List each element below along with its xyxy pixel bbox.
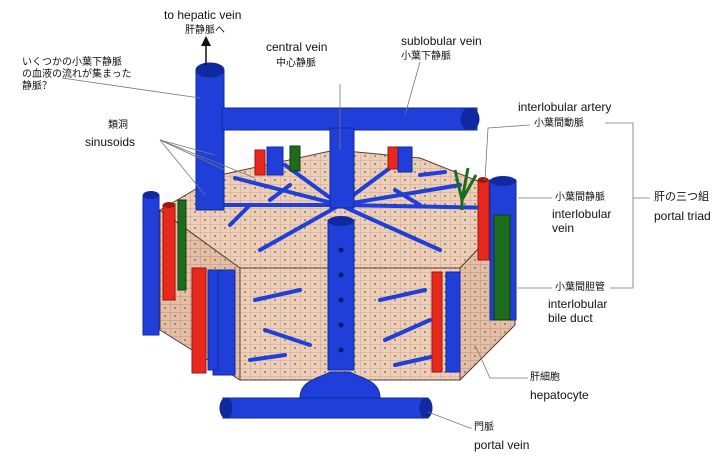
portal-vein-vessel	[219, 371, 433, 419]
interlobular-vein-label: interlobular vein	[552, 207, 612, 235]
portal-triad-label-ja: 肝の三つ組	[654, 191, 709, 203]
left-portal-triad	[142, 191, 219, 374]
to-hepatic-vein-label-ja: 肝静脈へ	[185, 25, 225, 36]
central-vein-label-ja: 中心静脈	[276, 58, 316, 69]
up-arrow-icon	[201, 36, 211, 65]
leader-lines	[61, 61, 650, 429]
bile-duct-label: interlobular bile duct	[548, 297, 608, 325]
sublobular-veins	[195, 62, 480, 211]
interlobular-artery-label: interlobular artery	[518, 100, 612, 114]
interlobular-vein-label-ja: 小葉間静脈	[555, 192, 605, 203]
bile-duct-label-ja: 小葉間胆管	[555, 282, 605, 293]
portal-vein-label: portal vein	[474, 438, 530, 452]
central-vein-label: central vein	[266, 40, 328, 54]
sublobular-vein-label-ja: 小葉下静脈	[401, 51, 451, 62]
front-sinusoids	[248, 288, 442, 367]
sinusoids-label-ja: 類洞	[108, 120, 128, 131]
collecting-vein-label: いくつかの小葉下静脈 の血液の流れが集まった 静脈？	[22, 57, 132, 92]
right-portal-triad	[453, 167, 517, 321]
portal-vein-label-ja: 門脈	[474, 422, 494, 433]
to-hepatic-vein-label: to hepatic vein	[164, 8, 242, 22]
sublobular-vein-label: sublobular vein	[401, 34, 482, 48]
hepatocyte-label-ja: 肝細胞	[530, 372, 560, 383]
hepatocyte-label: hepatocyte	[530, 388, 589, 402]
portal-triad-label: portal triad	[654, 209, 711, 223]
interlobular-artery-label-ja: 小葉間動脈	[534, 118, 584, 129]
sinusoids-label: sinusoids	[85, 135, 136, 149]
